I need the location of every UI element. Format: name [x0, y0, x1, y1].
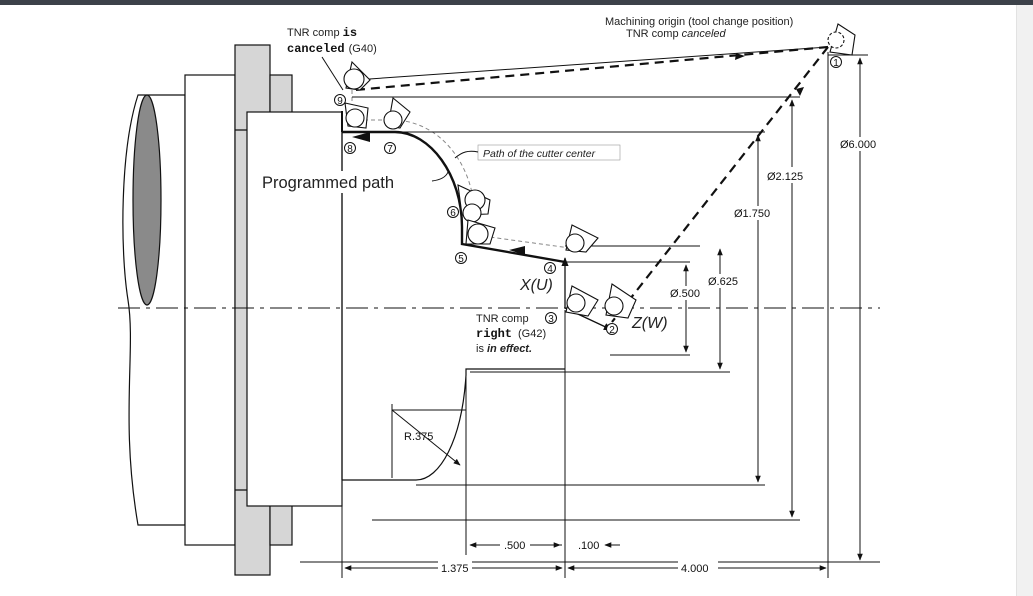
point-9: 9 — [337, 96, 343, 107]
point-1: 1 — [833, 58, 839, 69]
tnr-canceled-label: TNR comp is — [287, 26, 357, 40]
tnr-canceled-label-line2: canceled(G40) — [287, 42, 377, 56]
point-6: 6 — [450, 208, 456, 219]
extension-lines — [300, 52, 880, 578]
point-2: 2 — [609, 325, 615, 336]
point-3: 3 — [548, 314, 554, 325]
dim-length-100: .100 — [578, 540, 599, 552]
dimension-lines — [344, 57, 863, 571]
tool-at-9 — [343, 60, 371, 91]
tnr-right-label-line3: is in effect. — [476, 343, 532, 355]
tool-at-7 — [383, 96, 411, 130]
lathe-chuck — [122, 44, 343, 576]
dim-length-4000: 4.000 — [681, 563, 709, 575]
tool-inserts — [343, 23, 856, 319]
rapid-moves — [354, 45, 829, 323]
cnc-lathe-tool-path-diagram: 1 9 8 7 6 5 4 3 2 TNR comp is canceled(G… — [118, 16, 888, 578]
tool-at-origin — [827, 23, 856, 56]
workpiece-profile — [341, 111, 566, 481]
tool-at-2 — [604, 283, 637, 319]
x-axis-label: X(U) — [519, 277, 553, 294]
cutter-center-path-label: Path of the cutter center — [483, 148, 596, 160]
top-window-bar — [0, 0, 1033, 5]
tool-at-4 — [565, 224, 599, 253]
z-axis-label: Z(W) — [631, 315, 668, 332]
dim-diameter-625: Ø.625 — [708, 276, 738, 288]
point-8: 8 — [347, 144, 353, 155]
dim-length-500: .500 — [504, 540, 525, 552]
retract-line — [354, 46, 829, 81]
tool-at-3 — [565, 285, 599, 317]
tool-at-5 — [465, 219, 496, 245]
dim-diameter-6000: Ø6.000 — [840, 139, 876, 151]
dim-length-1375: 1.375 — [441, 563, 469, 575]
dim-diameter-1750: Ø1.750 — [734, 208, 770, 220]
programmed-path-label: Programmed path — [262, 174, 394, 192]
machining-origin-cancel-label: TNR comp canceled — [626, 28, 727, 40]
point-4: 4 — [547, 264, 553, 275]
dim-radius-375: R.375 — [404, 431, 433, 443]
feed-arrow — [352, 132, 370, 142]
point-5: 5 — [458, 254, 464, 265]
tool-at-8 — [344, 102, 369, 129]
dim-diameter-2125: Ø2.125 — [767, 171, 803, 183]
vertical-scrollbar[interactable] — [1016, 5, 1033, 596]
tool-at-6 — [457, 184, 491, 223]
point-markers — [334, 56, 842, 335]
point-7: 7 — [387, 144, 393, 155]
tnr-right-label-line1: TNR comp — [476, 313, 529, 325]
machining-origin-label: Machining origin (tool change position) — [605, 16, 793, 28]
tnr-right-label-line2: right(G42) — [476, 327, 546, 341]
dim-diameter-500: Ø.500 — [670, 288, 700, 300]
